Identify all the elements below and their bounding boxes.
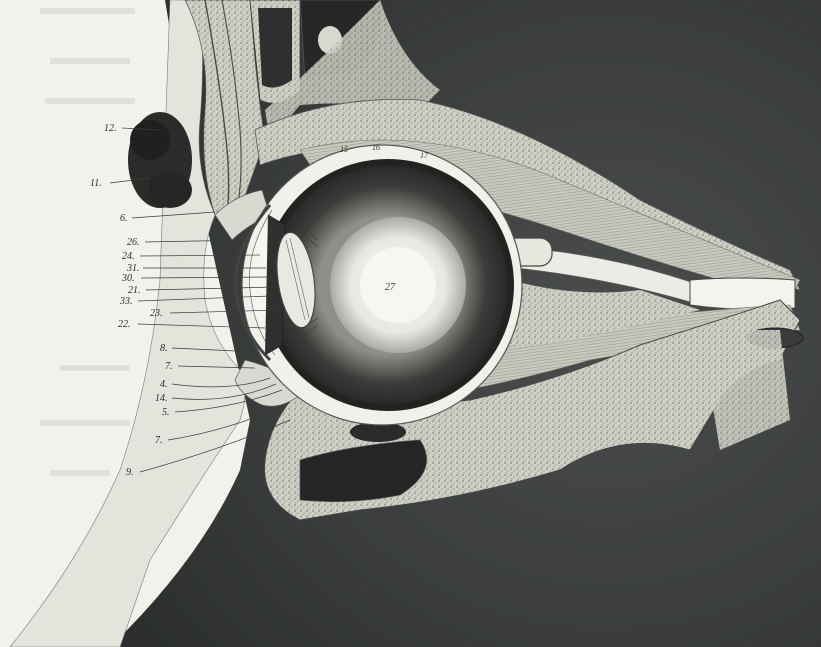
label-11: 11. bbox=[90, 178, 102, 189]
eyebrow-hair bbox=[128, 112, 192, 208]
label-7-upper: 7. bbox=[165, 361, 173, 372]
label-5: 5. bbox=[162, 407, 170, 418]
label-9: 9. bbox=[126, 467, 134, 478]
label-24: 24. bbox=[122, 251, 135, 262]
label-23: 23. bbox=[150, 308, 163, 319]
label-12: 12. bbox=[104, 123, 117, 134]
label-8: 8. bbox=[160, 343, 168, 354]
label-22: 22. bbox=[118, 319, 131, 330]
label-33: 33. bbox=[119, 296, 133, 307]
label-4: 4. bbox=[160, 379, 168, 390]
label-14: 14. bbox=[155, 393, 168, 404]
label-26: 26. bbox=[127, 237, 140, 248]
lens-label: 27 bbox=[385, 282, 396, 293]
label-6: 6. bbox=[120, 213, 128, 224]
globe-label-b: 16 bbox=[372, 143, 380, 152]
label-30: 30. bbox=[121, 273, 135, 284]
globe-label-a: 15 bbox=[340, 145, 348, 154]
globe-label-c: 17 bbox=[420, 151, 429, 160]
label-7-lower: 7. bbox=[155, 435, 163, 446]
label-21: 21. bbox=[128, 285, 141, 296]
